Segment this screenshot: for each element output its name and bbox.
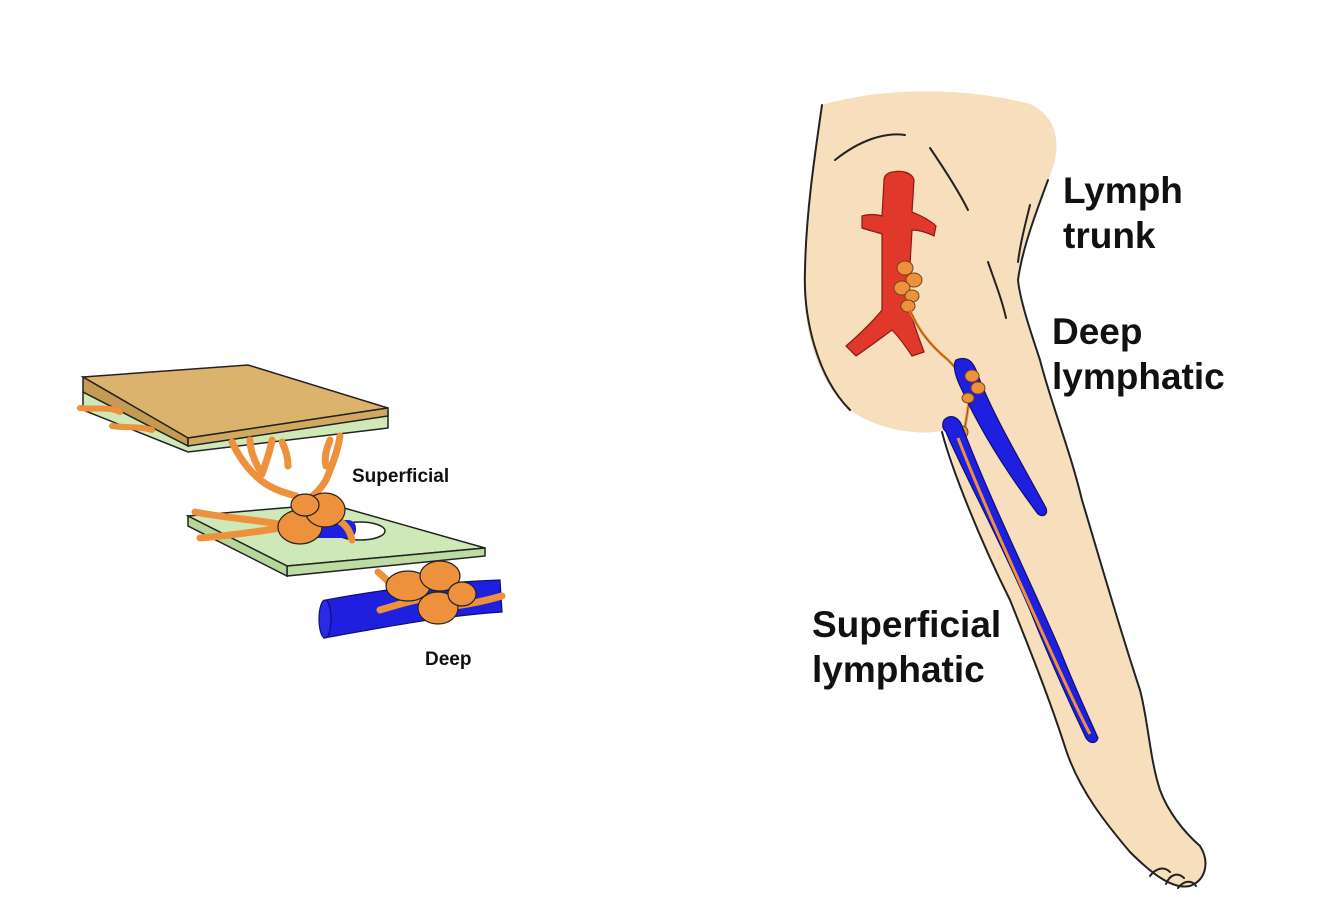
- deep-vein-leg: [953, 357, 1048, 517]
- lymph-node-upper: [191, 492, 356, 545]
- deep-vein-end: [318, 599, 332, 639]
- skin-surface-front: [187, 407, 389, 447]
- label-lymph-trunk-line1: Lymph: [1063, 170, 1183, 211]
- leg-diagram: Lymph trunk Deep lymphatic Superficial l…: [803, 91, 1225, 889]
- label-deep: Deep: [425, 649, 471, 670]
- label-deep-lymphatic-line1: Deep: [1052, 311, 1142, 352]
- label-lymph-trunk-line2: trunk: [1063, 215, 1156, 256]
- label-superficial: Superficial: [352, 466, 449, 487]
- label-superficial-lymphatic-line1: Superficial: [812, 604, 1001, 645]
- femoral-artery: [845, 170, 937, 357]
- subcutaneous-layer-side: [187, 514, 288, 578]
- lymph-capillaries: [228, 432, 344, 504]
- superficial-lymph-vessel: [956, 437, 1092, 735]
- label-superficial-lymphatic-line2: lymphatic: [812, 649, 985, 690]
- capillary-branch: [77, 405, 155, 433]
- lymph-node-deep: [374, 560, 506, 625]
- inguinal-lymph-nodes: [893, 260, 923, 313]
- label-superficial-lymphatic: Superficial lymphatic: [812, 604, 1011, 690]
- leg-outline: [803, 104, 1207, 889]
- label-deep-lymphatic-line2: lymphatic: [1052, 356, 1225, 397]
- label-deep-lymphatic: Deep lymphatic: [1052, 311, 1225, 397]
- tissue-layers-schematic: Superficial Deep: [77, 364, 506, 670]
- label-lymph-trunk: Lymph trunk: [1063, 170, 1193, 256]
